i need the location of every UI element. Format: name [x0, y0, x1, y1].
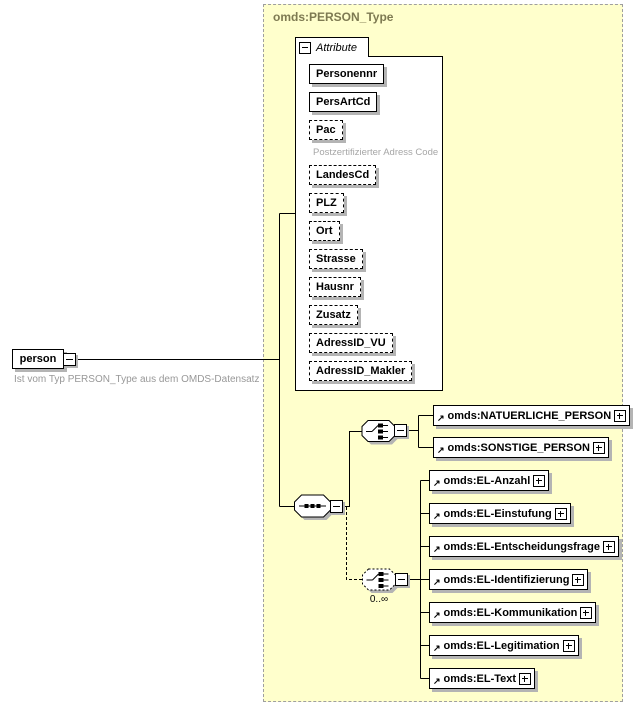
sequence-to-choice-line: [343, 431, 362, 507]
attribute-pac-note: Postzertifizierter Adress Code: [313, 147, 439, 158]
element-label: omds:NATUERLICHE_PERSON: [447, 409, 612, 422]
element-label: omds:EL-Identifizierung: [443, 573, 570, 586]
expand-button[interactable]: [603, 540, 616, 553]
attribute-personennr[interactable]: Personennr: [309, 64, 385, 84]
expand-button[interactable]: [580, 606, 593, 619]
expand-button[interactable]: [562, 639, 575, 652]
expand-button[interactable]: [533, 474, 546, 487]
expand-button[interactable]: [519, 672, 532, 685]
element-label: omds:SONSTIGE_PERSON: [447, 441, 590, 454]
reference-arrow-icon: ↗: [433, 610, 441, 620]
element-omds-el-einstufung[interactable]: ↗ omds:EL-Einstufung: [429, 503, 571, 524]
element-label: omds:EL-Einstufung: [443, 507, 552, 520]
attribute-adressid-makler[interactable]: AdressID_Makler: [309, 361, 413, 381]
attribute-hausnr[interactable]: Hausnr: [309, 277, 361, 297]
attribute-adressid-vu[interactable]: AdressID_VU: [309, 333, 393, 353]
element-omds-el-entscheidungsfrage[interactable]: ↗ omds:EL-Entscheidungsfrage: [429, 536, 620, 557]
element-omds-el-kommunikation[interactable]: ↗ omds:EL-Kommunikation: [429, 602, 597, 623]
attribute-strasse[interactable]: Strasse: [309, 249, 363, 269]
sequence-compositor-icon[interactable]: [294, 494, 334, 520]
expand-button[interactable]: [554, 507, 567, 520]
trunk-line: [279, 213, 295, 507]
occurrence-label: 0..∞: [369, 594, 389, 605]
element-omds-sonstige-person[interactable]: ↗ omds:SONSTIGE_PERSON: [433, 437, 609, 458]
attribute-persartcd[interactable]: PersArtCd: [309, 92, 378, 112]
expand-button[interactable]: [592, 441, 605, 454]
expand-button[interactable]: [614, 409, 627, 422]
attribute-ort[interactable]: Ort: [309, 221, 340, 241]
choice2-collapse-button[interactable]: [395, 573, 408, 586]
attribute-panel-title: Attribute: [316, 41, 357, 54]
person-element[interactable]: person: [12, 349, 64, 369]
attribute-collapse-button[interactable]: [299, 41, 311, 54]
element-omds-el-anzahl[interactable]: ↗ omds:EL-Anzahl: [429, 470, 550, 491]
reference-arrow-icon: ↗: [433, 544, 441, 554]
sequence-to-optional-choice-line: [346, 507, 362, 580]
attribute-plz[interactable]: PLZ: [309, 193, 344, 213]
element-omds-el-identifizierung[interactable]: ↗ omds:EL-Identifizierung: [429, 569, 589, 590]
element-label: omds:EL-Anzahl: [443, 474, 531, 487]
attribute-zusatz[interactable]: Zusatz: [309, 305, 358, 325]
attribute-panel-tab[interactable]: Attribute: [295, 37, 369, 57]
expand-button[interactable]: [572, 573, 585, 586]
element-label: omds:EL-Kommunikation: [443, 606, 578, 619]
reference-arrow-icon: ↗: [437, 445, 445, 455]
element-omds-natuerliche-person[interactable]: ↗ omds:NATUERLICHE_PERSON: [433, 405, 631, 426]
reference-arrow-icon: ↗: [433, 511, 441, 521]
choice-compositor-icon[interactable]: [361, 420, 398, 445]
choice1-collapse-button[interactable]: [394, 424, 407, 437]
element-label: omds:EL-Text: [443, 672, 517, 685]
person-type-label: omds:PERSON_Type: [273, 10, 394, 24]
person-annotation: Ist vom Typ PERSON_Type aus dem OMDS-Dat…: [14, 374, 260, 385]
reference-arrow-icon: ↗: [433, 643, 441, 653]
reference-arrow-icon: ↗: [437, 413, 445, 423]
element-omds-el-text[interactable]: ↗ omds:EL-Text: [429, 668, 536, 689]
choice-compositor-icon-optional[interactable]: [362, 568, 399, 593]
element-label: omds:EL-Entscheidungsfrage: [443, 540, 601, 553]
sequence-collapse-button[interactable]: [330, 500, 343, 513]
element-omds-el-legitimation[interactable]: ↗ omds:EL-Legitimation: [429, 635, 579, 656]
reference-arrow-icon: ↗: [433, 676, 441, 686]
reference-arrow-icon: ↗: [433, 478, 441, 488]
choice2-fork-lines: [409, 480, 429, 679]
attribute-pac[interactable]: Pac: [309, 120, 343, 140]
reference-arrow-icon: ↗: [433, 577, 441, 587]
element-label: omds:EL-Legitimation: [443, 639, 560, 652]
person-collapse-button[interactable]: [63, 353, 76, 366]
choice1-fork-lines: [407, 415, 433, 448]
attribute-landescd[interactable]: LandesCd: [309, 165, 377, 185]
